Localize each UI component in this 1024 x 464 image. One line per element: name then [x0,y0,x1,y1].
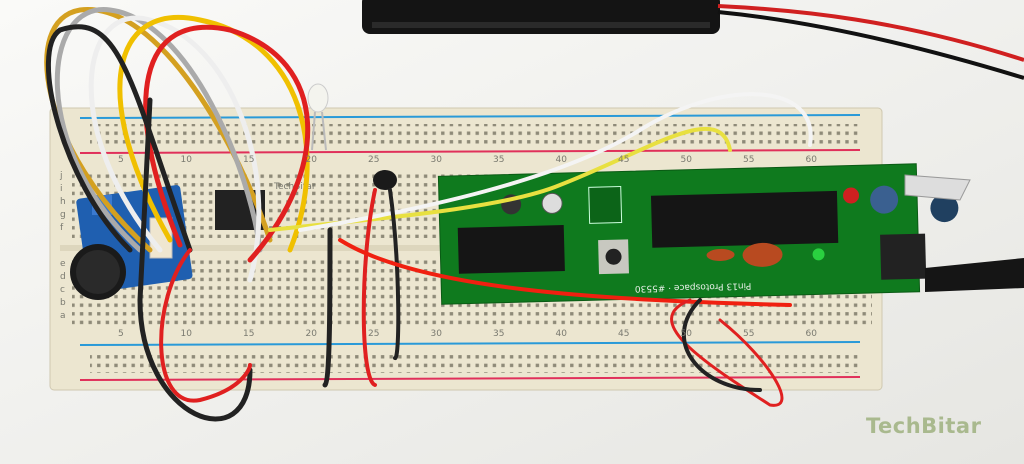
column-number: 40 [556,329,568,339]
column-number: 50 [681,155,693,165]
pcb-silkscreen: Pin13 Protospace · #5530 [634,280,751,293]
column-number: 5 [118,155,124,165]
rail-blue-bottom [79,341,861,346]
column-number: 30 [431,155,443,165]
led [307,83,329,151]
column-number: 35 [493,329,504,339]
column-number: 20 [306,329,318,339]
column-number: 45 [618,155,629,165]
power-cable [925,258,1024,292]
row-letter: c [60,285,65,295]
row-letter: i [60,184,63,194]
column-number: 25 [368,155,379,165]
battery-pack [362,0,1024,80]
column-number: 15 [243,329,254,339]
column-number: 55 [743,155,754,165]
arduino-pcb: Pin13 Protospace · #5530 [437,163,959,305]
column-number: 30 [431,329,443,339]
column-number: 25 [368,329,379,339]
column-number: 20 [306,155,318,165]
ic-chip-small [457,225,565,274]
row-letter: g [60,210,66,220]
column-number: 55 [743,329,754,339]
column-number: 35 [493,155,504,165]
rail-blue-top [79,114,861,119]
row-letter: e [60,259,66,269]
row-letter: f [60,223,64,233]
row-letter: b [60,298,66,308]
column-number: 40 [556,155,568,165]
photoresistor [373,170,397,190]
row-letter: a [60,311,66,321]
column-number: 10 [181,329,193,339]
row-letter: j [59,171,63,181]
column-numbers-bottom: 5 10 15 20 25 30 35 40 45 50 55 60 [118,329,817,339]
row-letter: d [60,272,66,282]
microcontroller-chip [650,190,839,248]
watermark: TechBitar [866,414,982,438]
column-number: 50 [681,329,693,339]
column-number: 5 [118,329,124,339]
column-number: 10 [181,155,193,165]
column-number: 60 [806,155,818,165]
column-numbers-top: 5 10 15 20 25 30 35 40 45 50 55 60 [118,155,817,165]
column-number: 45 [618,329,629,339]
column-number: 60 [806,329,818,339]
column-number: 15 [243,155,254,165]
row-letter: h [60,197,66,207]
jumper-wires [44,7,813,422]
